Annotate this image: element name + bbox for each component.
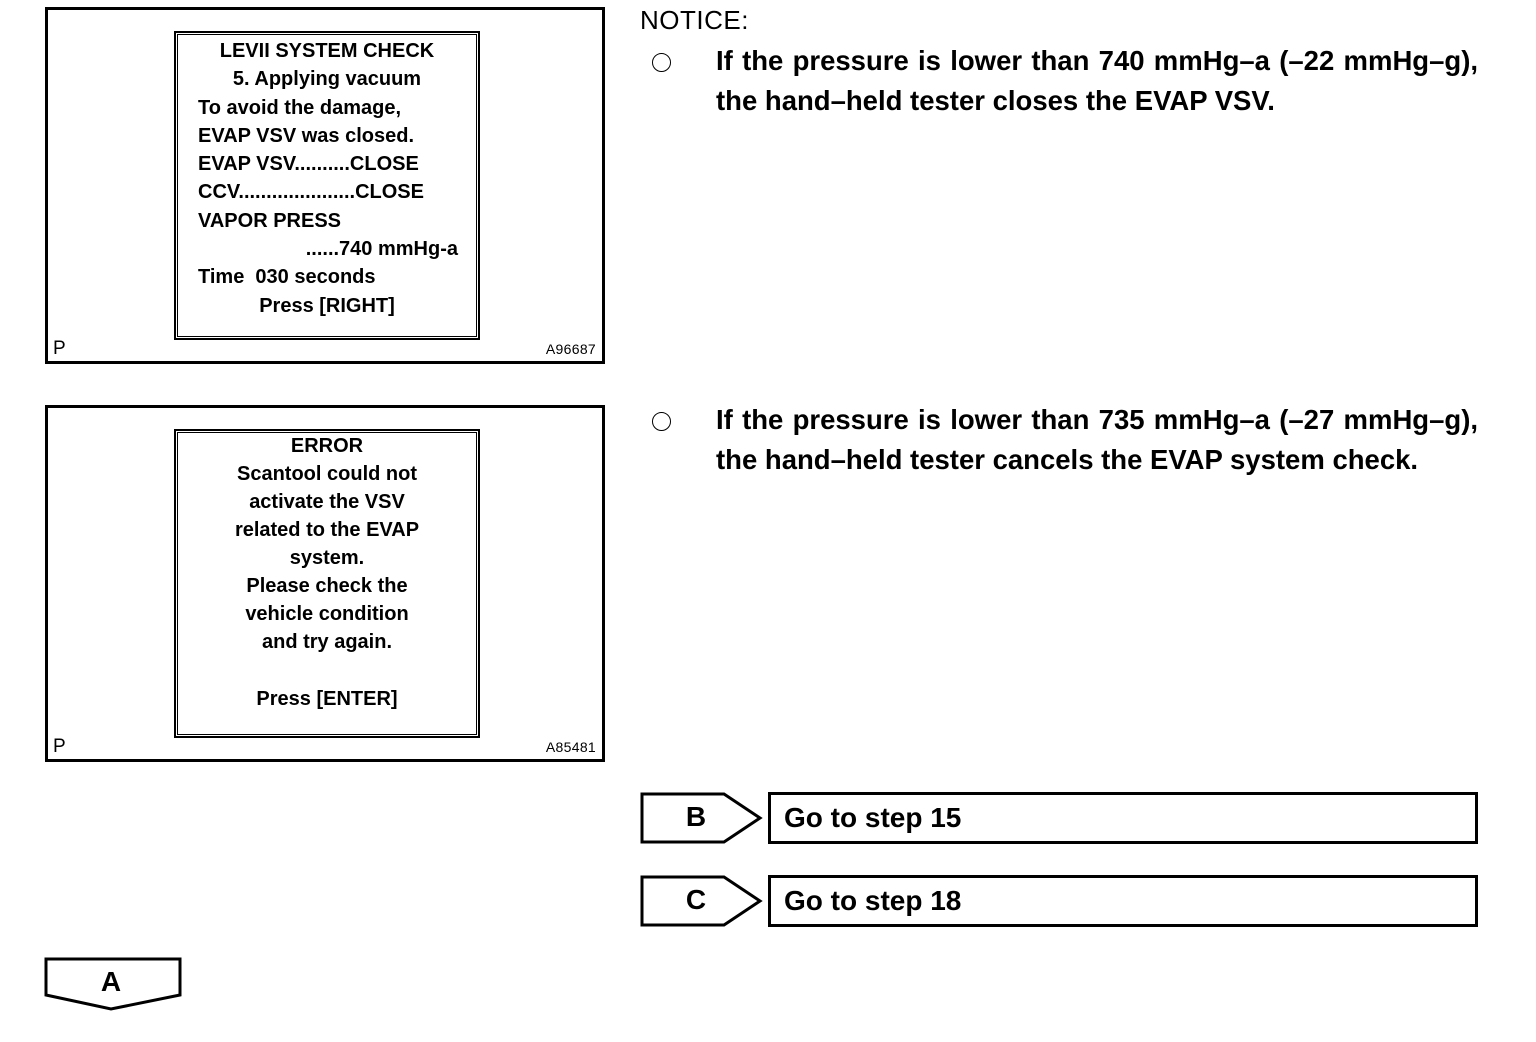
screen-line: To avoid the damage,	[198, 96, 401, 119]
result-tag-b: B	[640, 792, 764, 844]
figure-corner-label: P	[53, 338, 66, 359]
screen-blank-line	[176, 656, 478, 685]
tester-screen-figure-1: LEVII SYSTEM CHECK 5. Applying vacuum To…	[45, 7, 605, 364]
result-action-b: Go to step 15	[768, 792, 1478, 844]
notice-heading: NOTICE:	[640, 5, 749, 35]
screen-line: Please check the	[246, 575, 408, 597]
figure-corner-label: P	[53, 736, 66, 757]
screen-line: Scantool could not	[237, 463, 417, 485]
screen-line: ......740 mmHg-a	[305, 238, 458, 261]
result-letter: B	[685, 801, 707, 832]
screen-line: related to the EVAP	[234, 519, 420, 541]
circle-bullet-icon	[652, 53, 671, 72]
screen-line: Press [ENTER]	[256, 688, 398, 710]
screen-line: vehicle condition	[245, 603, 409, 625]
screen-line: ERROR	[290, 435, 364, 457]
screen-line: EVAP VSV was closed.	[198, 124, 415, 147]
screen-line: and try again.	[261, 631, 393, 653]
screen-line: EVAP VSV..........CLOSE	[198, 153, 419, 176]
right-arrow-tag-icon	[640, 792, 763, 844]
notice-item: If the pressure is lower than 740 mmHg–a…	[716, 45, 1478, 116]
right-arrow-tag-icon	[640, 875, 763, 927]
screen-line: 5. Applying vacuum	[232, 68, 422, 91]
screen-line: system.	[289, 547, 365, 569]
result-letter: C	[685, 884, 707, 915]
continue-letter: A	[100, 966, 122, 997]
screen-line: CCV.....................CLOSE	[198, 181, 424, 204]
screen-line: VAPOR PRESS	[198, 209, 341, 232]
screen-line: Press [RIGHT]	[259, 294, 395, 317]
tester-display-2: ERROR Scantool could not activate the VS…	[174, 429, 480, 738]
continue-tag-a: A	[44, 957, 182, 1011]
result-action-c: Go to step 18	[768, 875, 1478, 927]
screen-line: activate the VSV	[249, 491, 405, 513]
down-arrow-tag-icon	[44, 957, 182, 1011]
figure-id: A96687	[545, 341, 596, 357]
tester-display-1: LEVII SYSTEM CHECK 5. Applying vacuum To…	[174, 31, 480, 340]
circle-bullet-icon	[652, 412, 671, 431]
screen-line: LEVII SYSTEM CHECK	[219, 40, 435, 62]
tester-screen-figure-2: ERROR Scantool could not activate the VS…	[45, 405, 605, 762]
figure-id: A85481	[545, 739, 596, 755]
screen-line: Time 030 seconds	[198, 266, 376, 289]
result-tag-c: C	[640, 875, 764, 927]
notice-item: If the pressure is lower than 735 mmHg–a…	[716, 404, 1478, 475]
